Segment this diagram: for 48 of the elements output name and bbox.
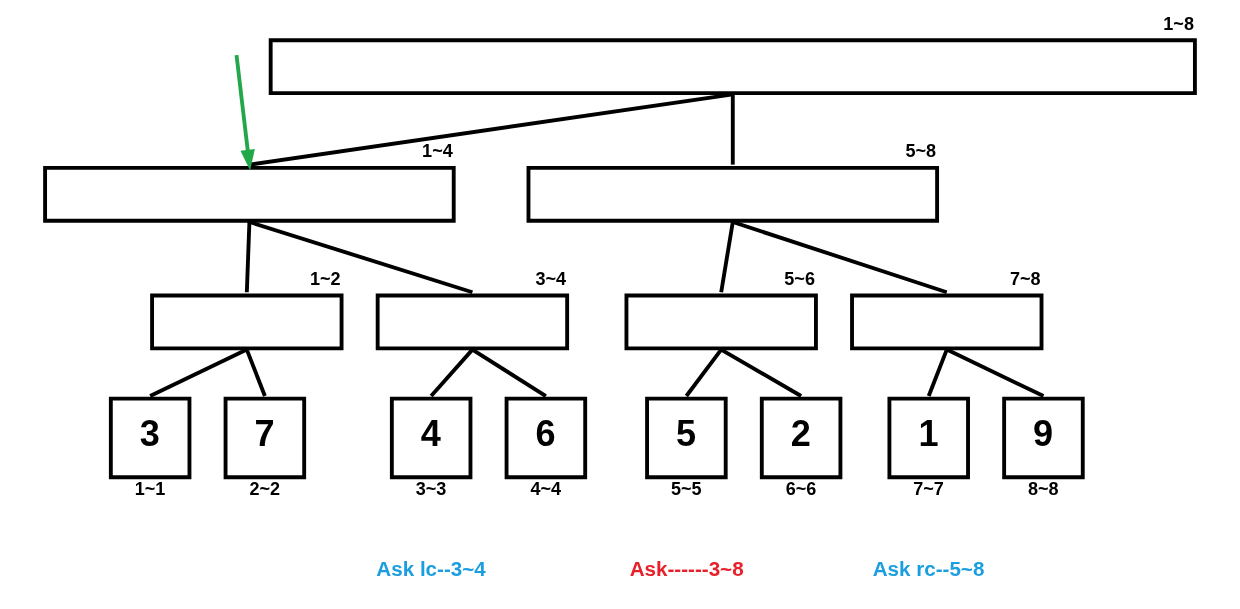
node-label: 5~5 [670,478,702,499]
node-box: 6 [504,396,588,480]
node-box [268,38,1197,96]
node-label: 8~8 [1027,478,1059,499]
connector [730,94,735,165]
node-box [850,293,1044,351]
connector [249,92,734,167]
node-box: 9 [1002,396,1085,480]
node-box: 3 [108,396,192,480]
connector [429,348,474,398]
connector [720,347,803,398]
node-box: 1 [887,396,970,480]
connector [719,221,735,293]
node-box: 5 [645,396,728,480]
connector [732,220,948,295]
node-label: 1~2 [309,268,341,289]
connector [244,221,252,293]
label: Ask lc--3~4 [376,557,486,581]
node-label: 7~7 [913,478,944,499]
node-box [624,293,818,351]
connector [926,348,949,397]
connector [684,348,723,398]
node-box [150,293,344,351]
node-label: 5~8 [905,141,937,162]
connector [248,220,473,295]
node-box [526,165,940,223]
node-label: 1~1 [134,478,166,499]
node-label: 4~4 [530,478,562,499]
label: Ask rc--5~8 [872,557,985,581]
connector [471,348,547,398]
node-label: 3~3 [415,478,447,499]
node-label: 1~4 [422,141,453,162]
node-label: 7~8 [1009,268,1041,289]
node-box [43,165,456,223]
node-box: 4 [389,396,473,480]
node-label: 3~4 [535,268,567,289]
label: Ask------3~8 [629,557,744,581]
node-label: 2~2 [249,478,280,499]
connector [245,348,267,397]
node-box: 7 [223,396,307,480]
node-label: 5~6 [784,268,815,289]
node-label: 6~6 [785,478,817,499]
node-box [375,293,570,351]
connector [945,347,1045,398]
connector [149,347,248,398]
node-label: 1~8 [1163,13,1194,34]
node-box: 2 [759,396,843,480]
arrow [234,54,255,171]
